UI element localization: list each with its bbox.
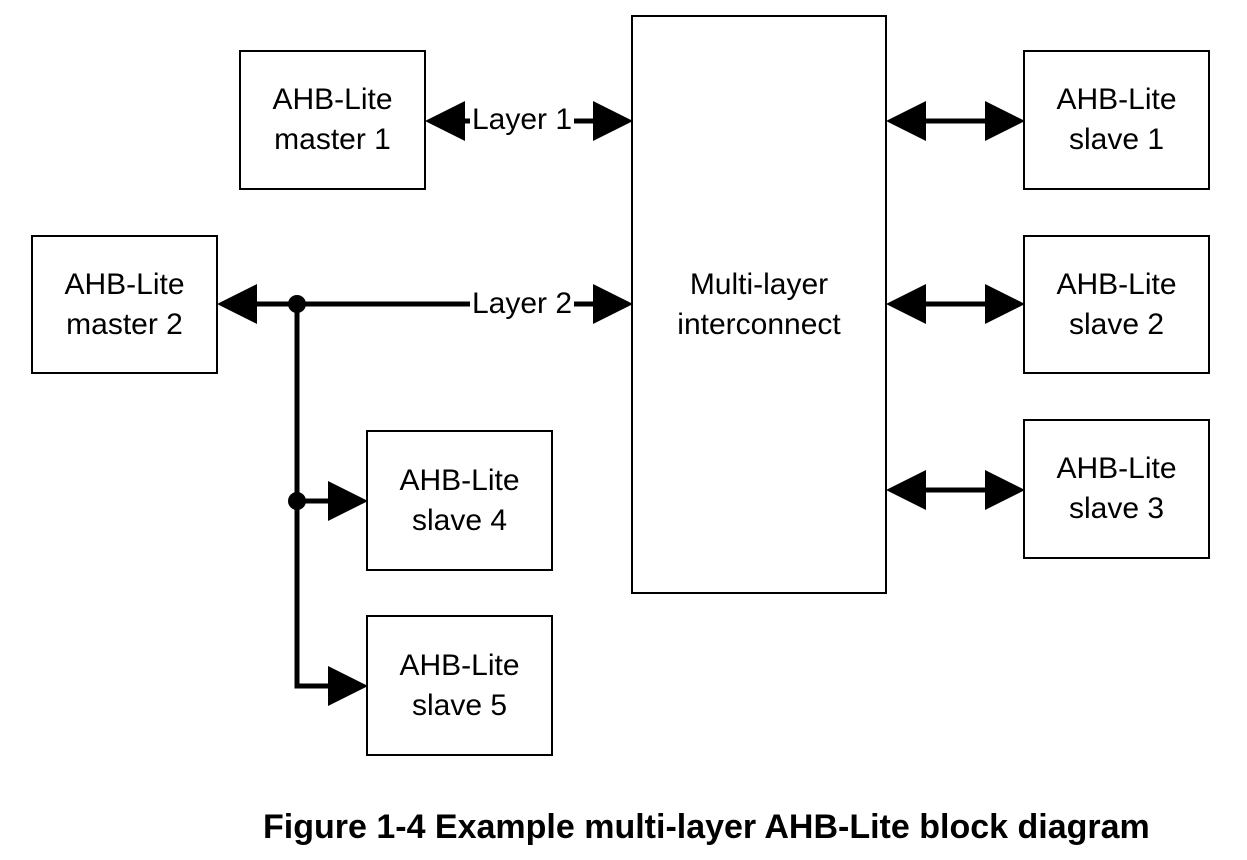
slave2-line1: AHB-Lite: [1056, 267, 1177, 301]
interconnect-line2: interconnect: [677, 307, 841, 341]
slave2-line2: slave 2: [1068, 307, 1165, 341]
slave4-line1: AHB-Lite: [399, 463, 520, 497]
interconnect-box: Multi-layer interconnect: [631, 15, 887, 594]
figure-caption: Figure 1-4 Example multi-layer AHB-Lite …: [263, 808, 1150, 846]
slave5-line1: AHB-Lite: [399, 648, 520, 682]
slave3-line2: slave 3: [1068, 492, 1165, 525]
junction-dot: [288, 492, 306, 510]
interconnect-line1: Multi-layer: [689, 267, 829, 301]
slave1-line1: AHB-Lite: [1056, 83, 1177, 116]
master2-box: AHB-Lite master 2: [31, 235, 218, 374]
slave4-line2: slave 4: [411, 503, 508, 537]
slave5-line2: slave 5: [411, 688, 508, 722]
layer1-label: Layer 1: [470, 103, 575, 137]
master1-line2: master 1: [274, 123, 391, 156]
master2-line2: master 2: [66, 307, 183, 341]
slave3-line1: AHB-Lite: [1056, 452, 1177, 485]
slave2-box: AHB-Lite slave 2: [1023, 235, 1210, 374]
slave1-line2: slave 1: [1068, 123, 1165, 156]
slave3-box: AHB-Lite slave 3: [1023, 419, 1210, 559]
slave5-box: AHB-Lite slave 5: [366, 615, 553, 756]
layer2-label: Layer 2: [470, 287, 575, 321]
slave4-box: AHB-Lite slave 4: [366, 430, 553, 571]
slave1-box: AHB-Lite slave 1: [1023, 50, 1210, 190]
master1-line1: AHB-Lite: [272, 83, 393, 116]
branch-wire: [294, 304, 368, 706]
master1-box: AHB-Lite master 1: [239, 50, 426, 190]
junction-dot: [288, 295, 306, 313]
master2-line1: AHB-Lite: [64, 267, 185, 301]
